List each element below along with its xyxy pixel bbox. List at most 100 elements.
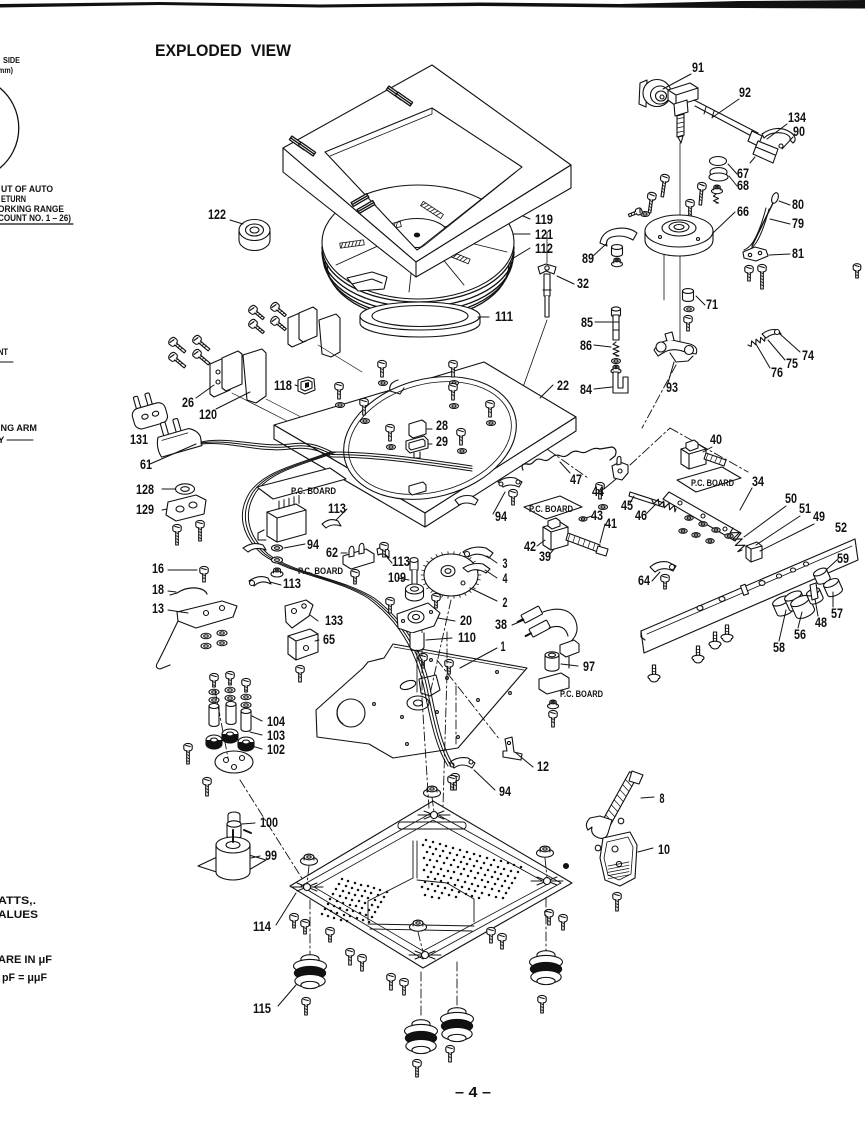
svg-text:P.C. BOARD: P.C. BOARD (691, 478, 734, 488)
svg-text:92: 92 (739, 85, 751, 100)
svg-text:129: 129 (136, 502, 154, 517)
svg-text:85: 85 (581, 315, 593, 330)
svg-text:48: 48 (815, 615, 827, 630)
svg-text:40: 40 (710, 432, 722, 447)
svg-text:84: 84 (580, 382, 592, 397)
svg-text:Y: Y (0, 435, 5, 446)
svg-text:94: 94 (499, 784, 511, 799)
svg-text:3: 3 (503, 556, 508, 571)
svg-text:118: 118 (274, 378, 292, 393)
svg-text:113: 113 (328, 501, 346, 516)
svg-text:80: 80 (792, 197, 804, 212)
svg-text:ATTS,.: ATTS,. (0, 895, 36, 907)
svg-text:128: 128 (136, 482, 154, 497)
svg-text:112: 112 (535, 241, 553, 256)
svg-text:34: 34 (752, 474, 764, 489)
svg-text:ORKING RANGE: ORKING RANGE (0, 204, 64, 215)
svg-text:10: 10 (658, 842, 670, 857)
svg-text:1: 1 (501, 639, 506, 654)
svg-text:115: 115 (253, 1001, 271, 1016)
svg-text:113: 113 (392, 554, 410, 569)
svg-text:44: 44 (592, 484, 604, 499)
svg-text:ARE IN μF: ARE IN μF (0, 954, 52, 966)
svg-text:79: 79 (792, 216, 804, 231)
svg-text:ING ARM: ING ARM (0, 423, 37, 434)
svg-text:134: 134 (788, 110, 806, 125)
svg-text:51: 51 (799, 501, 811, 516)
svg-text:26: 26 (182, 395, 194, 410)
svg-text:99: 99 (265, 848, 277, 863)
svg-text:59: 59 (837, 551, 849, 566)
svg-text:121: 121 (535, 227, 553, 242)
svg-text:103: 103 (267, 728, 285, 743)
svg-text:– 4 –: – 4 – (455, 1085, 491, 1101)
svg-text:111: 111 (495, 309, 513, 324)
svg-text:52: 52 (835, 520, 847, 535)
svg-text:131: 131 (130, 432, 148, 447)
svg-text:ALUES: ALUES (0, 909, 38, 921)
svg-text:EXPLODED VIEW: EXPLODED VIEW (155, 41, 292, 60)
svg-text:89: 89 (582, 251, 594, 266)
svg-text:65: 65 (323, 632, 335, 647)
svg-text:133: 133 (325, 613, 343, 628)
svg-text:64: 64 (638, 573, 650, 588)
svg-text:91: 91 (692, 60, 704, 75)
svg-text:56: 56 (794, 627, 806, 642)
svg-text:20: 20 (460, 613, 472, 628)
svg-text:57: 57 (831, 606, 843, 621)
svg-text:38: 38 (495, 617, 507, 632)
svg-text:90: 90 (793, 124, 805, 139)
svg-text:ETURN: ETURN (1, 194, 26, 205)
svg-text:SIDE: SIDE (3, 55, 20, 65)
svg-text:42: 42 (524, 539, 536, 554)
svg-text:113: 113 (283, 576, 301, 591)
svg-text:46: 46 (635, 508, 647, 523)
svg-text:8: 8 (660, 791, 665, 806)
svg-text:UT OF AUTO: UT OF AUTO (1, 184, 53, 195)
svg-text:16: 16 (152, 561, 164, 576)
svg-text:114: 114 (253, 919, 271, 934)
svg-text:2: 2 (503, 595, 508, 610)
svg-text:61: 61 (140, 457, 152, 472)
svg-text:P.C. BOARD: P.C. BOARD (529, 504, 573, 514)
svg-text:58: 58 (773, 640, 785, 655)
svg-text:100: 100 (260, 815, 278, 830)
svg-text:110: 110 (458, 630, 476, 645)
svg-text:109: 109 (388, 570, 406, 585)
svg-text:41: 41 (605, 516, 617, 531)
svg-text:81: 81 (792, 246, 804, 261)
svg-text:122: 122 (208, 207, 226, 222)
svg-text:29: 29 (436, 434, 448, 449)
svg-text:68: 68 (737, 178, 749, 193)
svg-text:45: 45 (621, 498, 633, 513)
svg-text:NT: NT (0, 347, 8, 358)
svg-text:12: 12 (537, 759, 549, 774)
svg-text:49: 49 (813, 509, 825, 524)
svg-text:4: 4 (503, 571, 508, 586)
svg-text:COUNT NO. 1 – 26): COUNT NO. 1 – 26) (0, 213, 71, 224)
svg-text:47: 47 (570, 472, 582, 487)
svg-text:P.C. BOARD: P.C. BOARD (560, 689, 603, 699)
svg-text:74: 74 (802, 348, 814, 363)
svg-text:39: 39 (539, 549, 551, 564)
svg-text:86: 86 (580, 338, 592, 353)
svg-text:22: 22 (557, 378, 569, 393)
svg-text:71: 71 (706, 297, 718, 312)
svg-text:43: 43 (591, 508, 603, 523)
svg-text:94: 94 (495, 509, 507, 524)
svg-text:66: 66 (737, 204, 749, 219)
svg-text:97: 97 (583, 659, 595, 674)
svg-text:P.C. BOARD: P.C. BOARD (298, 566, 343, 576)
svg-text:P.C. BOARD: P.C. BOARD (291, 486, 336, 496)
svg-text:93: 93 (666, 380, 678, 395)
svg-text:18: 18 (152, 582, 164, 597)
svg-text:119: 119 (535, 212, 553, 227)
svg-text:32: 32 (577, 276, 589, 291)
svg-text:mm): mm) (0, 65, 13, 75)
svg-text:28: 28 (436, 418, 448, 433)
svg-text:102: 102 (267, 742, 285, 757)
svg-text:pF = μμF: pF = μμF (2, 972, 47, 984)
svg-text:13: 13 (152, 601, 164, 616)
svg-text:94: 94 (307, 537, 319, 552)
svg-text:50: 50 (785, 491, 797, 506)
